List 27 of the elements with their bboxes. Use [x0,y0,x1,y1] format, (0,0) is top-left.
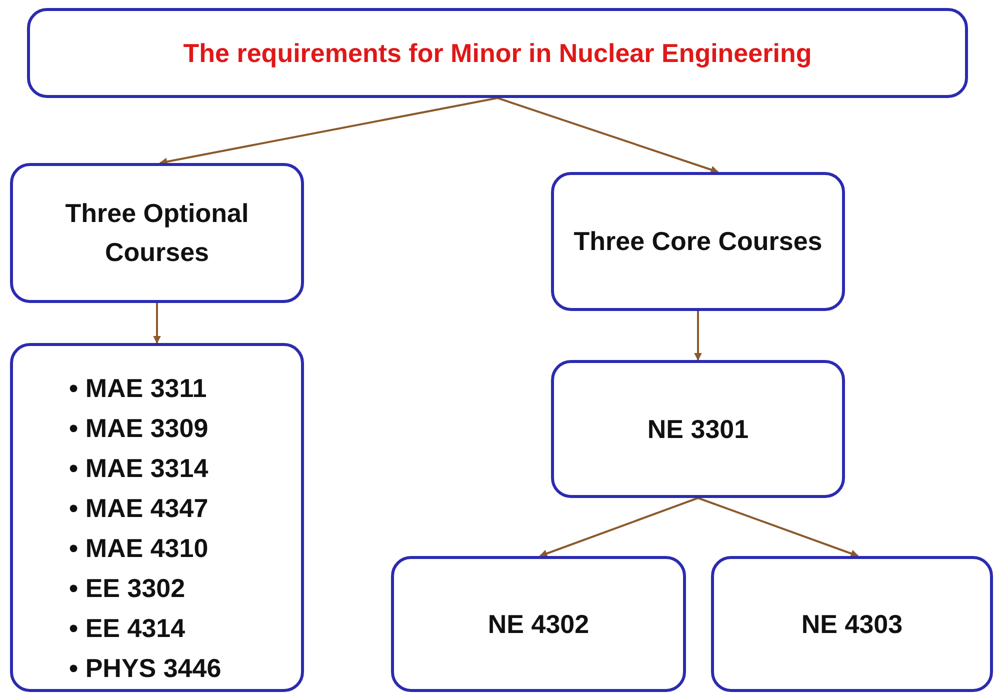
box-label: NE 4303 [801,608,903,640]
course-list-item: • EE 3302 [69,572,186,605]
title-box [27,8,968,98]
course-list-item: • PHYS 3446 [69,652,222,685]
arrow [497,97,719,174]
title-text: The requirements for Minor in Nuclear Engineering [183,36,812,70]
arrow [159,97,498,166]
course-list-item: • MAE 4347 [69,492,208,525]
course-list-item: • EE 4314 [69,612,186,645]
course-box [391,556,686,692]
arrow [698,497,859,558]
course-list-item: • MAE 4310 [69,532,208,565]
box-label: NE 4302 [488,608,590,640]
box-label: Three Optional Courses [64,197,250,269]
category-box [10,163,304,303]
course-list-item: • MAE 3311 [69,372,207,405]
course-box [711,556,993,692]
arrow [694,311,702,361]
course-box [551,360,845,498]
box-label: NE 3301 [647,412,749,446]
category-box [551,172,845,311]
arrow [539,497,698,558]
course-list-item: • MAE 3309 [69,412,208,445]
arrow [153,303,161,344]
box-label: Three Core Courses [574,225,822,258]
course-list-box [10,343,304,692]
course-list-item: • MAE 3314 [69,452,208,485]
